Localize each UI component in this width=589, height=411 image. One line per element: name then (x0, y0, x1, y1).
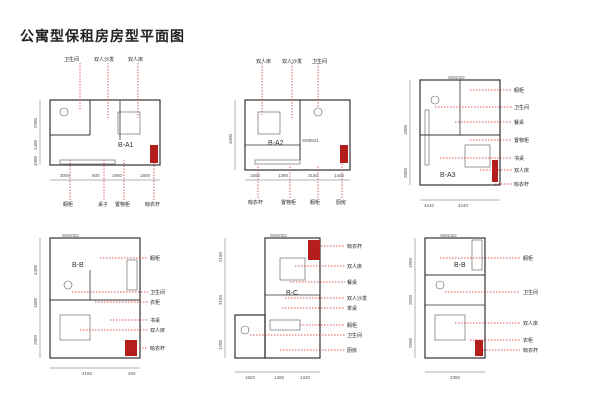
plan-label: 橱柜 (347, 323, 358, 329)
dimension: 2500 (408, 337, 413, 348)
plan-label: 置物柜 (514, 138, 530, 144)
plan-label: 双人沙发 (347, 296, 368, 302)
plan-label: 晾衣杆 (514, 182, 530, 188)
dimension: 2350 (450, 375, 461, 380)
plan-code: B-B (72, 262, 84, 269)
plan-code: B-C (286, 290, 299, 297)
door-code: SM1022 (448, 75, 465, 80)
dimension: 4900 (33, 155, 38, 166)
door-code: SM0821 (302, 138, 319, 143)
dimension: 4150 (82, 371, 93, 376)
plan-label: 晾衣杆 (150, 346, 166, 352)
plan-label: 晾衣杆 (248, 200, 264, 206)
dimension: 2550 (408, 294, 413, 305)
plan-label: 晾衣杆 (523, 348, 539, 354)
plan-label: 橱柜 (310, 200, 321, 206)
door-code: SM1022 (270, 233, 287, 238)
plan-code: B-A3 (440, 172, 456, 179)
plan-label: 晾衣杆 (347, 244, 363, 250)
plan-label: 双人沙发 (94, 57, 115, 63)
dimension: 3180 (218, 294, 223, 305)
dimension: 1800 (140, 173, 151, 178)
plan-label: 双人床 (150, 328, 166, 334)
dimension: 3400 (33, 264, 38, 275)
dimension: 1400 (33, 139, 38, 150)
plan-label: 卫生间 (523, 290, 539, 296)
dimension: 2950 (33, 334, 38, 345)
plan-label: 餐桌 (514, 120, 525, 126)
plan-b-b-2-outline (424, 237, 486, 359)
dimension: 2980 (33, 117, 38, 128)
dimension: 400 (128, 371, 136, 376)
dimension: 3000 (60, 173, 71, 178)
plan-label: 置物柜 (281, 200, 297, 206)
plan-label: 厨房 (336, 200, 347, 206)
dimension: 1820 (245, 375, 256, 380)
plan-label: 卫生间 (312, 59, 328, 65)
dimension: 2800 (403, 167, 408, 178)
plan-label: 茶桌 (347, 306, 358, 312)
plan-label: 书桌 (150, 318, 161, 324)
plan-label: 卫生间 (64, 57, 80, 63)
dimension: 4240 (424, 203, 435, 208)
dimension: 1800 (33, 297, 38, 308)
plan-label: 双人床 (128, 57, 144, 63)
plan-b-a1-outline (49, 99, 161, 166)
plan-label: 厨房 (347, 348, 358, 354)
plan-b-c-outline (264, 237, 321, 359)
dimension: 900 (92, 173, 100, 178)
dimension: 3150 (308, 173, 319, 178)
plan-label: 橱柜 (150, 256, 161, 262)
plan-label: 橱柜 (514, 88, 525, 94)
plan-label: 卫生间 (514, 105, 530, 111)
plan-label: 双人床 (523, 321, 539, 327)
plan-label: 桌子 (98, 202, 109, 208)
plan-code: B-B (454, 262, 466, 269)
plan-label: 双人床 (347, 264, 363, 270)
plan-label: 橱柜 (523, 256, 534, 262)
dimension: 4240 (458, 203, 469, 208)
dimension: 1650 (250, 173, 261, 178)
plan-label: 餐桌 (347, 280, 358, 286)
plan-code: B-A2 (268, 140, 284, 147)
plan-label: 置物柜 (115, 202, 131, 208)
plan-b-a2-outline (244, 99, 351, 171)
door-code: SM1022 (62, 233, 79, 238)
page-title: 公寓型保租房房型平面图 (20, 29, 185, 45)
dimension: 1385 (278, 173, 289, 178)
dimension: 1400 (334, 173, 345, 178)
plan-label: 书桌 (514, 156, 525, 162)
dimension: 1385 (274, 375, 285, 380)
plan-label: 卫生间 (150, 290, 166, 296)
plan-label: 衣柜 (150, 300, 161, 306)
plan-label: 橱柜 (63, 202, 74, 208)
plan-b-b-outline (49, 237, 141, 359)
plan-label: 双人床 (514, 168, 530, 174)
dimension: 1700 (218, 339, 223, 350)
dimension: 1800 (112, 173, 123, 178)
dimension: 2150 (218, 251, 223, 262)
dimension: 1950 (408, 257, 413, 268)
plan-label: 双人沙发 (282, 59, 303, 65)
dimension: 4500 (228, 133, 233, 144)
plan-label: 衣柜 (523, 338, 534, 344)
door-code: SM1022 (440, 233, 457, 238)
plan-code: B-A1 (118, 142, 134, 149)
plan-label: 卫生间 (347, 333, 363, 339)
plan-label: 晾衣杆 (145, 202, 161, 208)
plan-label: 双人床 (256, 59, 272, 65)
dimension: 1320 (300, 375, 311, 380)
dimension: 1800 (403, 124, 408, 135)
